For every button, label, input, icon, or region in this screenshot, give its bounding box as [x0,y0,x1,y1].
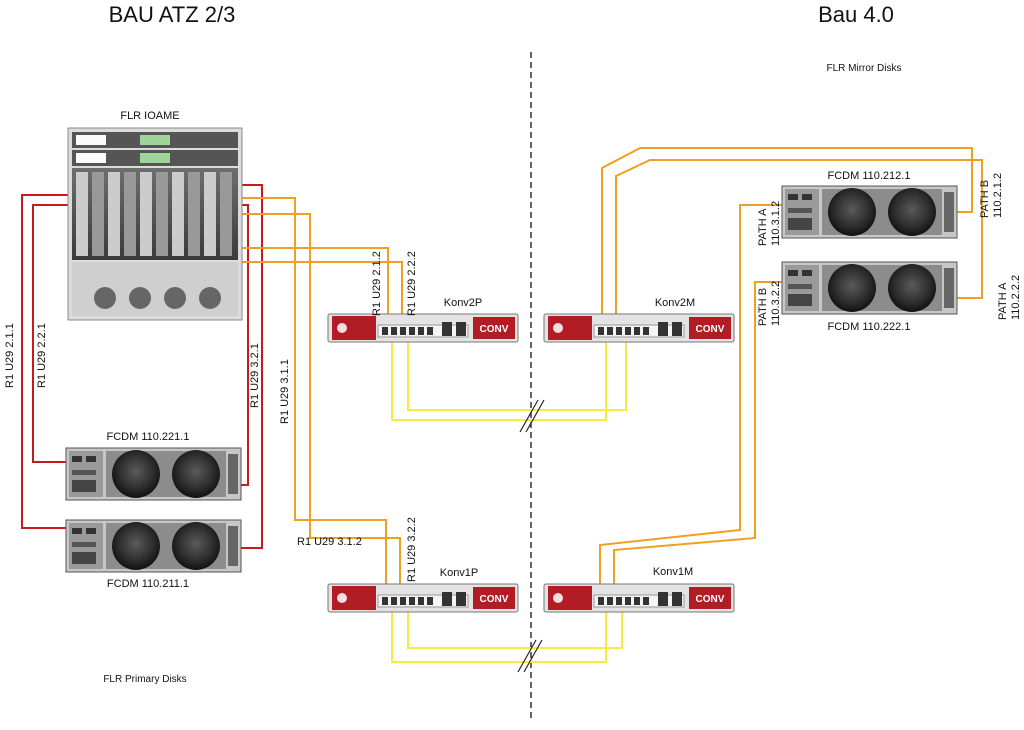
cable-label-221: R1 U29 2.2.1 [36,323,48,388]
orange-cables [97,147,983,592]
mirror-disks-label: FLR Mirror Disks [827,63,902,74]
path-b-322-name: PATH B [757,288,769,326]
fcdm-221-label: FCDM 110.221.1 [107,431,190,443]
path-b-322-addr: 110.3.2.2 [770,281,782,326]
konv2m-brand: CONV [696,324,725,335]
konv1p-label: Konv1P [440,567,479,579]
server-rack [67,127,243,321]
konv1m-brand: CONV [696,594,725,605]
konv1p-brand: CONV [480,594,509,605]
cable-label-212: R1 U29 2.1.2 [371,251,383,316]
path-a-312-name: PATH A [757,208,769,246]
konv2p-label: Konv2P [444,297,483,309]
cable-label-311: R1 U29 3.1.1 [279,359,291,424]
fcdm-211-label: FCDM 110.211.1 [107,578,189,590]
server-label: FLR IOAME [120,110,179,122]
cable-label-222: R1 U29 2.2.2 [406,251,418,316]
cable-label-322: R1 U29 3.2.2 [406,517,418,582]
fcdm-212-enclosure [781,185,958,239]
cable-label-312: R1 U29 3.1.2 [297,536,362,548]
site-right-title: Bau 4.0 [818,2,894,27]
cable-label-321: R1 U29 3.2.1 [249,343,261,408]
path-a-222-addr: 110.2.2.2 [1010,275,1022,320]
yellow-cables [391,330,627,663]
path-a-312-addr: 110.3.1.2 [770,201,782,246]
konv2m-label: Konv2M [655,297,695,309]
cable-break-marks [517,399,545,673]
konv2p-brand: CONV [480,324,509,335]
cable-label-211: R1 U29 2.1.1 [4,323,16,388]
path-b-212-name: PATH B [979,180,991,218]
path-a-222-name: PATH A [997,282,1009,320]
path-b-212-addr: 110.2.1.2 [992,173,1004,218]
primary-disks-label: FLR Primary Disks [103,674,186,685]
fcdm-222-label: FCDM 110.222.1 [828,321,911,333]
fcdm-221-enclosure [65,447,242,501]
site-left-title: BAU ATZ 2/3 [109,2,236,27]
konv1m-label: Konv1M [653,566,693,578]
fcdm-212-label: FCDM 110.212.1 [828,170,911,182]
fcdm-211-enclosure [65,519,242,573]
fcdm-222-enclosure [781,261,958,315]
